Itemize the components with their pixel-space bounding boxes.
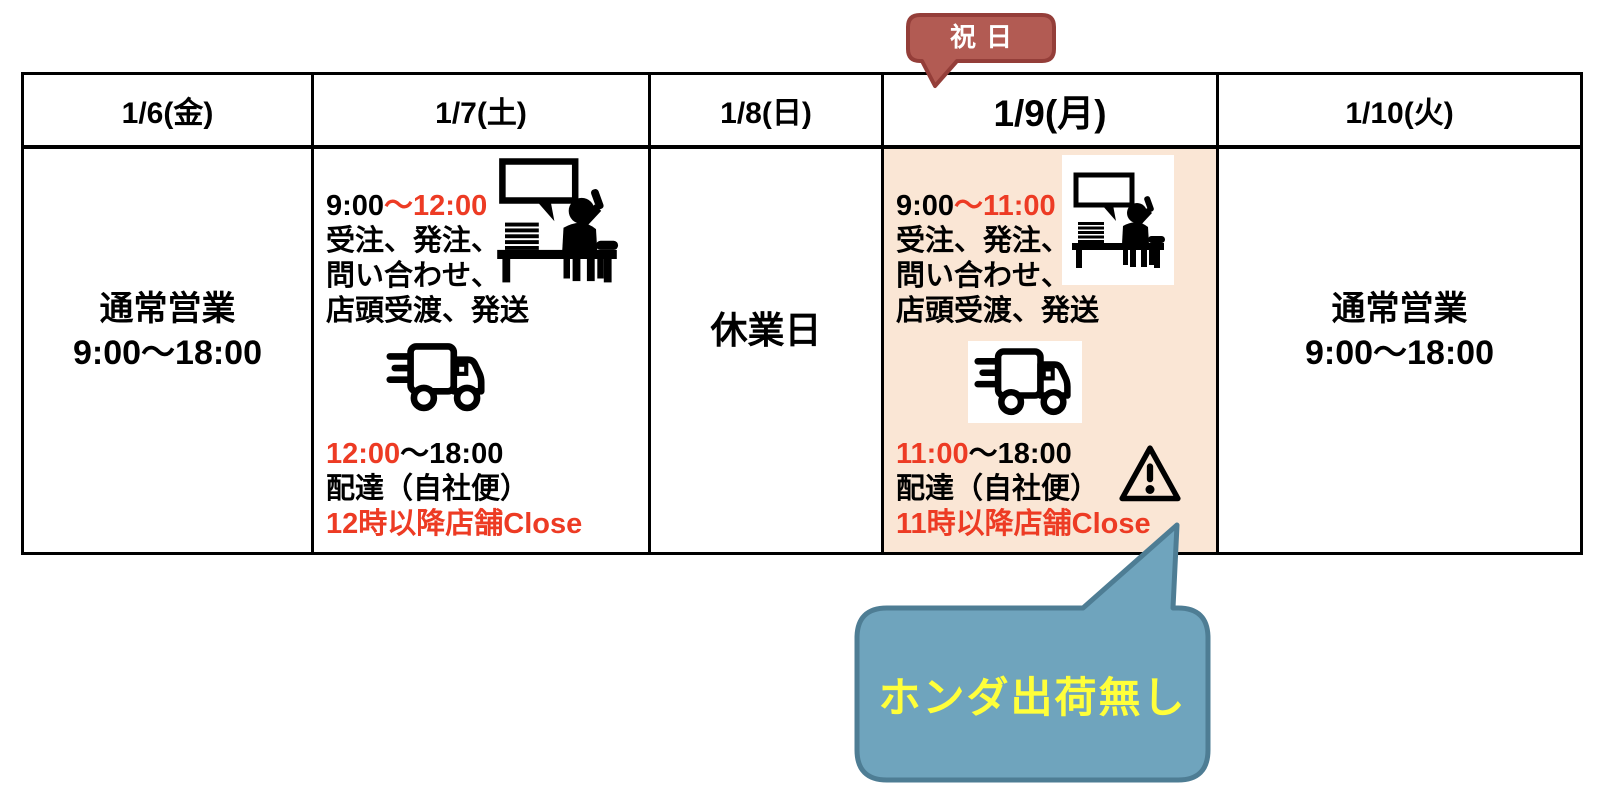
mon-task-line: 問い合わせ、 bbox=[896, 260, 1071, 292]
sat-afternoon-task: 配達（自社便） bbox=[326, 473, 530, 505]
closed-day-label-wrap: 休業日 bbox=[651, 149, 881, 552]
delivery-truck-icon bbox=[384, 337, 492, 419]
person-on-phone-at-desk-icon bbox=[1062, 155, 1174, 285]
schedule-table: 1/6(金) 通常営業 9:00～18:00 1/7(土) bbox=[21, 72, 1583, 555]
cell-jan8: 休業日 bbox=[651, 149, 881, 552]
mon-task-line: 受注、発注、 bbox=[896, 225, 1071, 257]
column-jan7: 1/7(土) bbox=[311, 75, 648, 552]
sat-morning-block: 9:00～12:00 受注、発注、 問い合わせ、 店頭受渡、発送 bbox=[326, 189, 529, 329]
mon-close-notice: 11時以降店舗Close bbox=[896, 508, 1151, 540]
cell-jan6: 通常営業 9:00～18:00 bbox=[24, 149, 311, 552]
header-jan8-label: 1/8(日) bbox=[720, 97, 812, 130]
holiday-badge bbox=[906, 13, 1056, 88]
mon-afternoon-block: 11:00～18:00 配達（自社便） 11時以降店舗Close bbox=[896, 437, 1151, 542]
header-jan9-label: 1/9(月) bbox=[993, 93, 1107, 134]
callout-bubble-label: ホンダ出荷無し bbox=[878, 673, 1187, 721]
sat-afternoon-time: 12:00～18:00 bbox=[326, 438, 504, 470]
column-jan6: 1/6(金) 通常営業 9:00～18:00 bbox=[24, 75, 311, 552]
normal-hours-time: 9:00～18:00 bbox=[72, 333, 262, 372]
header-jan7-label: 1/7(土) bbox=[435, 97, 527, 130]
normal-hours-label: 通常営業 bbox=[1331, 289, 1468, 328]
holiday-badge-label: 祝日 bbox=[949, 21, 1022, 52]
mon-task-line: 店頭受渡、発送 bbox=[896, 295, 1100, 327]
warning-icon bbox=[1114, 437, 1186, 515]
normal-hours-jan10: 通常営業 9:00～18:00 bbox=[1219, 149, 1580, 552]
callout-bubble bbox=[854, 522, 1211, 783]
column-jan8: 1/8(日) 休業日 bbox=[648, 75, 881, 552]
header-jan9: 1/9(月) bbox=[884, 75, 1216, 149]
closed-day-label: 休業日 bbox=[710, 309, 822, 351]
column-jan10: 1/10(火) 通常営業 9:00～18:00 bbox=[1216, 75, 1580, 552]
header-jan7: 1/7(土) bbox=[314, 75, 648, 149]
normal-hours-jan6: 通常営業 9:00～18:00 bbox=[24, 149, 311, 552]
delivery-truck-icon bbox=[968, 341, 1082, 423]
sat-task-line: 受注、発注、 bbox=[326, 225, 501, 257]
header-jan8: 1/8(日) bbox=[651, 75, 881, 149]
sat-morning-time: 9:00～12:00 bbox=[326, 190, 488, 222]
cell-jan7: 9:00～12:00 受注、発注、 問い合わせ、 店頭受渡、発送 bbox=[314, 149, 648, 552]
header-jan10: 1/10(火) bbox=[1219, 75, 1580, 149]
normal-hours-label: 通常営業 bbox=[99, 289, 236, 328]
sat-afternoon-block: 12:00～18:00 配達（自社便） 12時以降店舗Close bbox=[326, 437, 582, 542]
mon-morning-time: 9:00～11:00 bbox=[896, 190, 1056, 222]
cell-jan9-highlighted: 9:00～11:00 受注、発注、 問い合わせ、 店頭受渡、発送 bbox=[884, 149, 1216, 552]
header-jan6-label: 1/6(金) bbox=[121, 97, 214, 130]
sat-task-line: 問い合わせ、 bbox=[326, 260, 501, 292]
person-on-phone-at-desk-icon bbox=[492, 155, 622, 285]
column-jan9: 1/9(月) bbox=[881, 75, 1216, 552]
normal-hours-time: 9:00～18:00 bbox=[1304, 333, 1494, 372]
sat-task-line: 店頭受渡、発送 bbox=[326, 295, 530, 327]
mon-morning-block: 9:00～11:00 受注、発注、 問い合わせ、 店頭受渡、発送 bbox=[896, 189, 1099, 329]
sat-close-notice: 12時以降店舗Close bbox=[326, 508, 583, 540]
cell-jan10: 通常営業 9:00～18:00 bbox=[1219, 149, 1580, 552]
mon-afternoon-task: 配達（自社便） bbox=[896, 473, 1100, 505]
header-jan6: 1/6(金) bbox=[24, 75, 311, 149]
mon-afternoon-time: 11:00～18:00 bbox=[896, 438, 1072, 470]
header-jan10-label: 1/10(火) bbox=[1345, 97, 1454, 130]
